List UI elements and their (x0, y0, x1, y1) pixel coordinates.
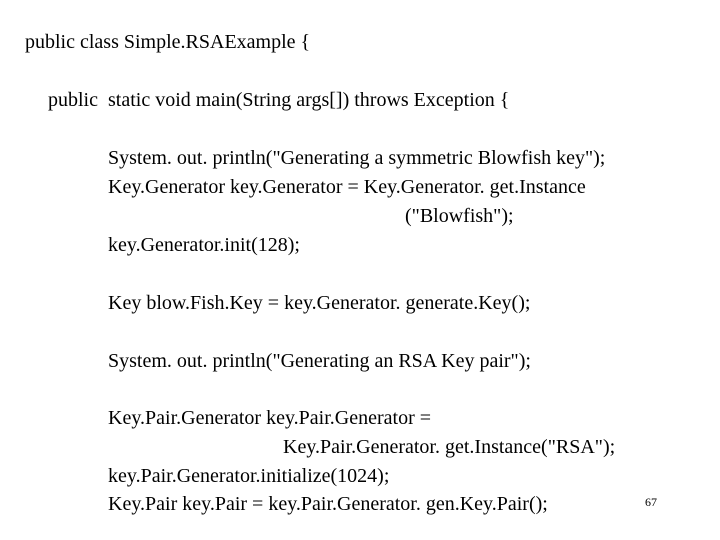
code-line-println-blowfish-message: System. out. println("Generating a symme… (108, 147, 606, 169)
code-line-main-signature: public static void main(String args[]) t… (48, 89, 510, 111)
code-line-blowfish-key-generate: Key blow.Fish.Key = key.Generator. gener… (108, 292, 531, 314)
code-line-keypairgenerator-declaration: Key.Pair.Generator key.Pair.Generator = (108, 407, 432, 429)
code-line-keypairgenerator-initialize: key.Pair.Generator.initialize(1024); (108, 465, 390, 487)
page-number: 67 (645, 495, 657, 509)
code-line-keygenerator-init: key.Generator.init(128); (108, 234, 300, 256)
code-line-keypairgenerator-instance: Key.Pair.Generator. get.Instance("RSA"); (283, 436, 616, 458)
code-line-class-declaration: public class Simple.RSAExample { (25, 31, 311, 53)
code-line-blowfish-argument: ("Blowfish"); (405, 205, 514, 227)
code-line-println-rsa-message: System. out. println("Generating an RSA … (108, 350, 531, 372)
code-line-keygenerator-declaration: Key.Generator key.Generator = Key.Genera… (108, 176, 586, 198)
code-line-keypair-generate: Key.Pair key.Pair = key.Pair.Generator. … (108, 493, 548, 515)
